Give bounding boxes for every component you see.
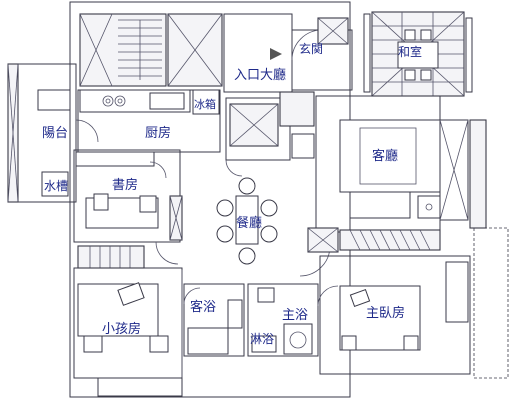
wardrobes: [77, 229, 441, 269]
kitchen-area: [77, 89, 221, 153]
master-bedroom-area: [317, 227, 509, 379]
study-area: [73, 149, 183, 265]
washitsu-table: [397, 41, 439, 69]
dining-area: [216, 177, 339, 277]
living-room-area: [315, 95, 487, 233]
label-living-room: 客廳: [372, 149, 399, 164]
entrance-hall-area: [223, 13, 353, 93]
main-bath-area: [247, 283, 319, 357]
balcony-area: [7, 63, 99, 203]
label-kids-room: 小孩房: [102, 322, 142, 337]
elevator: [225, 91, 315, 161]
fridge: [192, 89, 220, 115]
label-sink: 水槽: [44, 179, 69, 193]
label-kitchen: 厨房: [145, 126, 172, 141]
label-dining-room: 餐廳: [236, 216, 263, 231]
label-genkan: 玄関: [299, 42, 324, 56]
label-washitsu: 和室: [398, 45, 423, 59]
label-study: 書房: [112, 178, 139, 193]
dining-table: [235, 195, 259, 245]
bathtub: [187, 327, 229, 355]
guest-toilet: [227, 299, 243, 329]
shower-stall: [283, 323, 313, 355]
label-guest-bath: 客浴: [190, 300, 217, 315]
label-shower: 淋浴: [250, 332, 275, 346]
label-entrance-hall: 入口大廳: [234, 68, 287, 83]
kids-room-area: [73, 267, 183, 397]
label-master-bedroom: 主臥房: [366, 306, 406, 321]
label-main-bath: 主浴: [282, 308, 309, 323]
label-fridge: 冰箱: [194, 98, 216, 111]
washitsu-room: [363, 11, 473, 97]
guest-bath-area: [183, 283, 245, 357]
kids-bed: [77, 283, 159, 337]
stairwell: [79, 13, 223, 87]
label-balcony: 陽台: [42, 126, 69, 141]
kitchen-sink: [149, 92, 185, 110]
